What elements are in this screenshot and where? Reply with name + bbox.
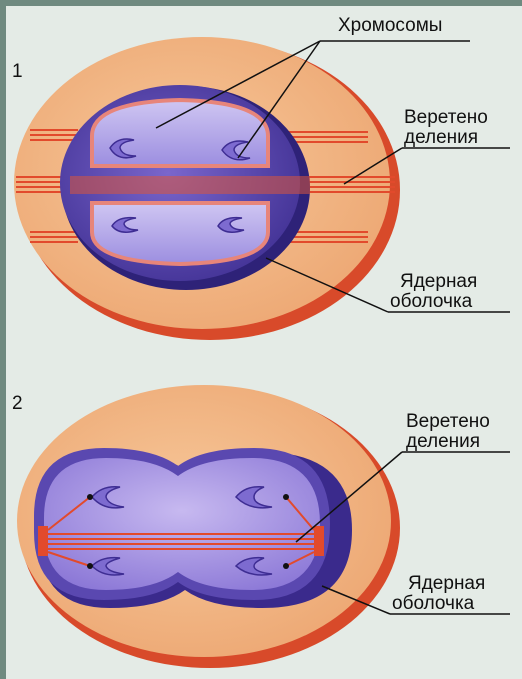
envelope-2-label-line2: оболочка	[392, 594, 474, 614]
cell-1-lower-compartment	[92, 203, 268, 264]
envelope-1-label-line1: Ядерная	[400, 272, 477, 292]
cell-2-right-pole	[314, 526, 324, 556]
figure-1-number: 1	[12, 62, 23, 82]
spindle-2-label-line1: Веретено	[406, 412, 490, 432]
spindle-2-label-line2: деления	[406, 432, 480, 452]
cell-2-nucleoplasm	[44, 458, 320, 590]
cell-1-central-spindle	[70, 176, 310, 194]
envelope-1-label-line2: оболочка	[390, 292, 472, 312]
spindle-1-label-line1: Веретено	[404, 108, 488, 128]
figure-2-number: 2	[12, 394, 23, 414]
cell-2-left-pole	[38, 526, 48, 556]
envelope-2-label-line1: Ядерная	[408, 574, 485, 594]
spindle-1-label-line2: деления	[404, 128, 478, 148]
chromosomes-label: Хромосомы	[338, 16, 442, 36]
